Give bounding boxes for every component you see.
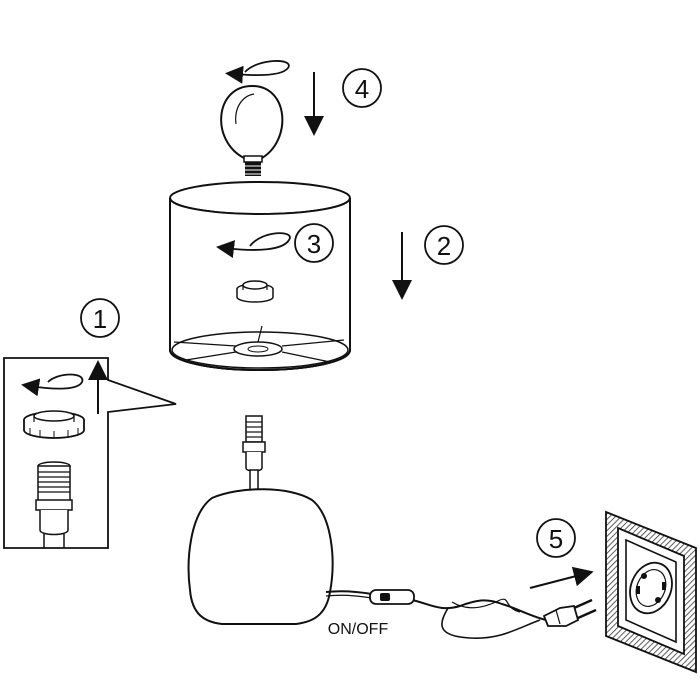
plug-icon	[542, 598, 597, 627]
step-3-number: 3	[307, 229, 321, 259]
rotate-ccw-arrow-icon	[21, 373, 83, 397]
step-3-badge: 3	[294, 223, 334, 263]
lamp-socket	[242, 415, 266, 493]
step-5-number: 5	[549, 524, 563, 554]
step-2-number: 2	[437, 231, 451, 261]
step-5-badge: 5	[536, 518, 576, 558]
step-4-number: 4	[355, 74, 369, 104]
step-4-badge: 4	[342, 68, 382, 108]
step-1-number: 1	[93, 304, 107, 334]
lamp-base	[187, 488, 334, 625]
switch-label: ON/OFF	[328, 621, 389, 638]
inset-threaded-socket	[35, 461, 73, 548]
detail-inset	[3, 357, 177, 549]
rotate-ccw-arrow-icon	[225, 60, 290, 84]
right-arrow-icon	[529, 566, 594, 589]
lamp-shade	[169, 181, 351, 371]
inset-ring-nut	[23, 410, 85, 439]
step-2-badge: 2	[424, 225, 464, 265]
light-bulb-icon	[220, 84, 284, 176]
step-1-badge: 1	[80, 298, 120, 338]
shade-ring-nut	[236, 280, 274, 303]
wall-socket-icon	[605, 510, 697, 674]
rotate-ccw-arrow-icon	[216, 232, 291, 259]
power-cable	[325, 590, 547, 639]
inline-switch	[369, 589, 415, 605]
